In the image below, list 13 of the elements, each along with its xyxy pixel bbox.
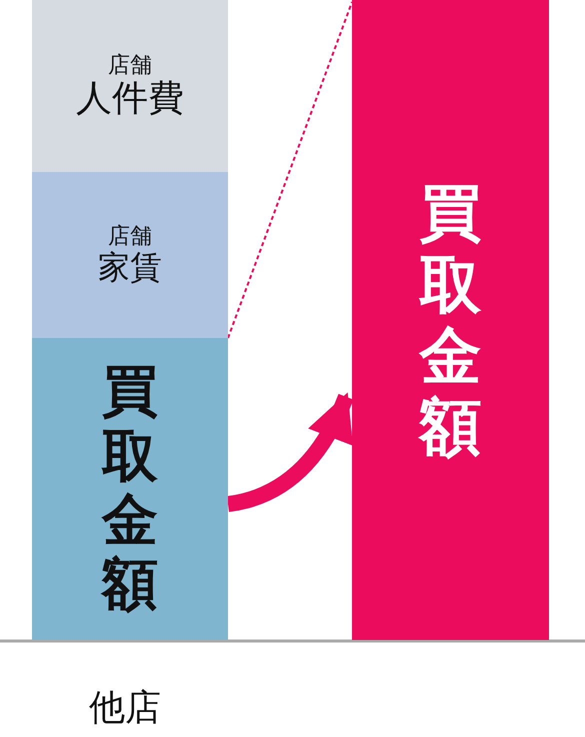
bar-segment (352, 0, 549, 640)
curved-arrow (226, 392, 354, 512)
bar-segment (32, 172, 228, 338)
axis-label: 他店 (89, 686, 161, 730)
segment-label: 人件費 (76, 78, 184, 120)
vertical-label: 買取金額 (420, 177, 482, 463)
bar-segment (32, 338, 228, 640)
bar-segment (32, 0, 228, 172)
dashed-line (227, 2, 353, 338)
segment-label: 家賃 (98, 249, 162, 286)
segment-heading: 店舗 (108, 52, 152, 78)
vertical-label: 買取金額 (102, 360, 158, 618)
segment-heading: 店舗 (108, 224, 152, 250)
